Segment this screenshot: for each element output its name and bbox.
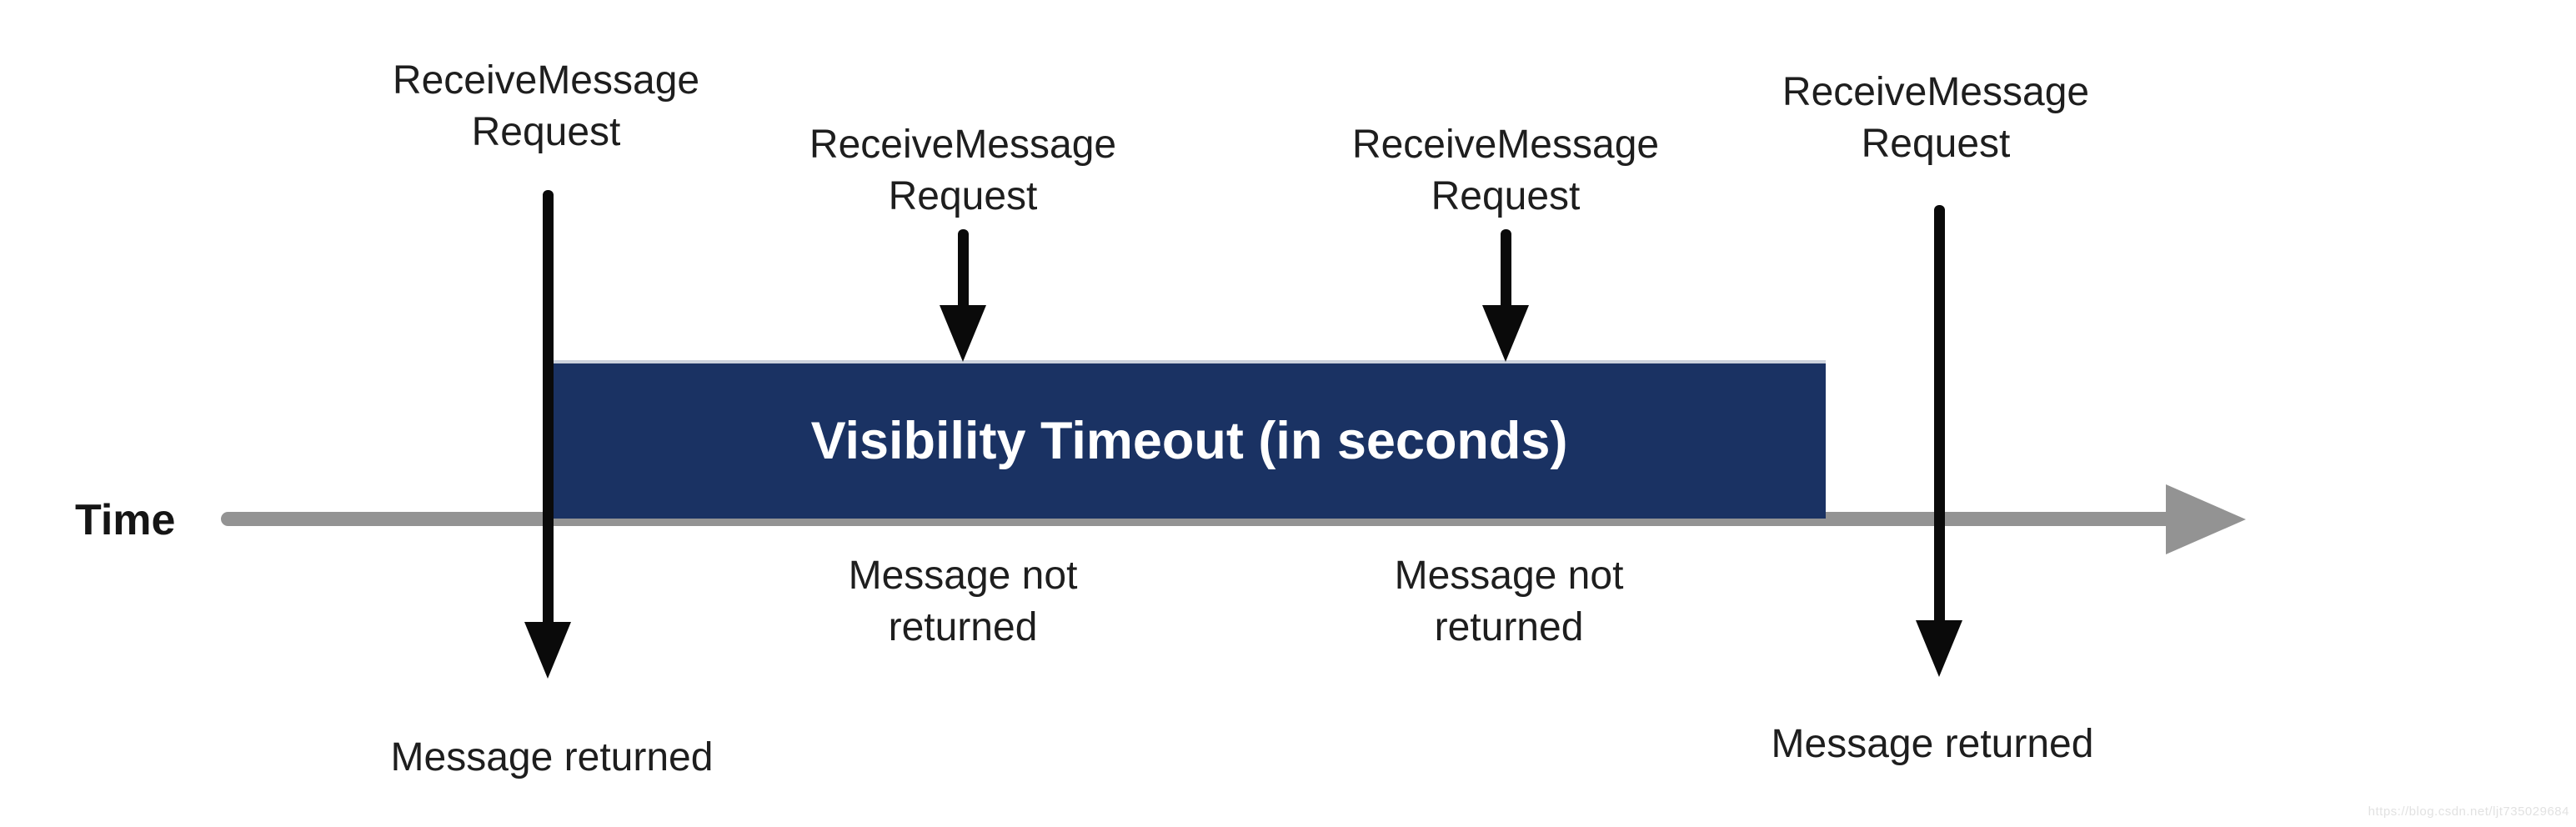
label-line: Request [1861, 122, 2011, 166]
down-arrowhead-icon [940, 305, 986, 362]
message-not-returned-label-1: Message not returned [746, 550, 1180, 654]
receive-request-label-4: ReceiveMessage Request [1719, 67, 2153, 170]
down-arrowhead-icon [1482, 305, 1529, 362]
label-line: Request [888, 174, 1038, 218]
label-line: ReceiveMessage [1351, 123, 1660, 167]
visibility-timeout-label: Visibility Timeout (in seconds) [810, 412, 1568, 470]
receive-request-label-3: ReceiveMessage Request [1289, 119, 1722, 223]
label-line: ReceiveMessage [392, 58, 700, 103]
message-returned-label-2: Message returned [1716, 719, 2149, 770]
label-line: Request [471, 110, 621, 154]
label-line: ReceiveMessage [809, 123, 1117, 167]
visibility-timeout-box: Visibility Timeout (in seconds) [553, 360, 1826, 519]
request-arrow-shaft-4 [1934, 205, 1945, 620]
receive-request-label-2: ReceiveMessage Request [746, 119, 1180, 223]
label-line: Message returned [1771, 722, 2094, 766]
request-arrow-shaft-1 [543, 190, 554, 622]
message-not-returned-label-2: Message not returned [1292, 550, 1726, 654]
message-returned-label-1: Message returned [335, 732, 769, 784]
watermark-url: https://blog.csdn.net/ljt735029684 [2368, 804, 2569, 819]
label-line: Request [1431, 174, 1581, 218]
time-axis-arrowhead-icon [2166, 484, 2246, 554]
request-arrow-shaft-2 [958, 229, 969, 305]
label-line: ReceiveMessage [1782, 70, 2090, 114]
down-arrowhead-icon [1916, 620, 1962, 677]
label-line: Message not [848, 554, 1078, 598]
label-line: Message returned [390, 735, 714, 779]
time-axis-label: Time [75, 496, 176, 544]
label-line: Message not [1394, 554, 1624, 598]
receive-request-label-1: ReceiveMessage Request [329, 55, 763, 158]
down-arrowhead-icon [524, 622, 571, 679]
label-line: returned [888, 605, 1038, 649]
label-line: returned [1434, 605, 1584, 649]
request-arrow-shaft-3 [1501, 229, 1511, 305]
